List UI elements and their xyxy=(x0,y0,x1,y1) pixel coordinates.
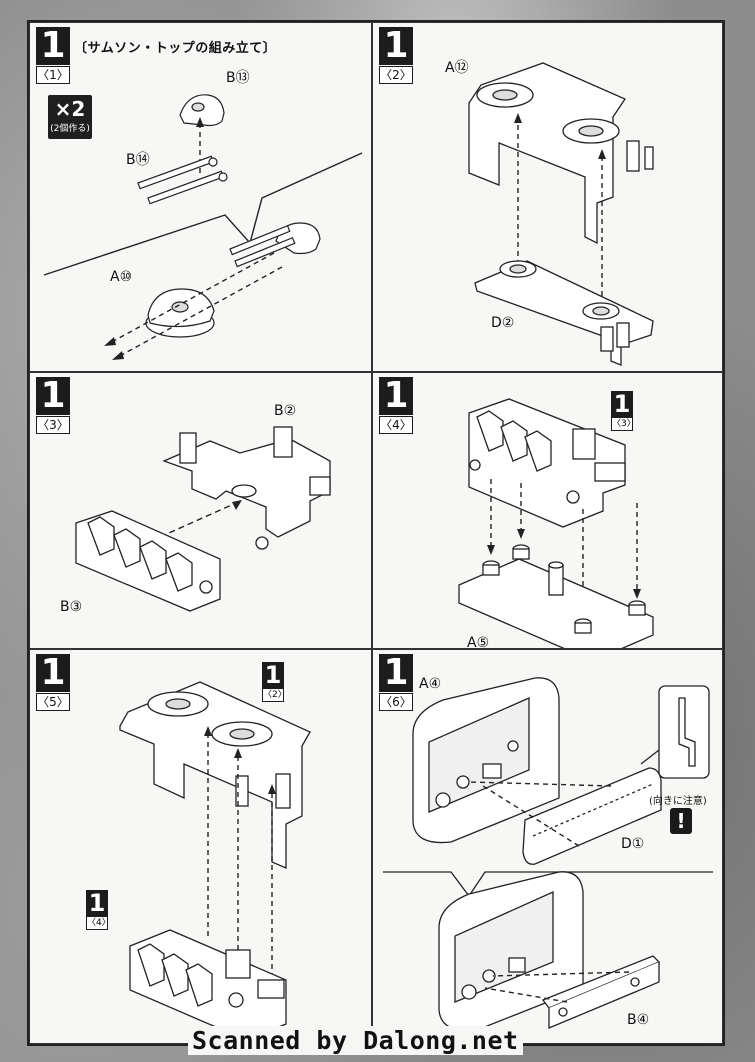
step-indicator: 1 〈4〉 xyxy=(379,377,413,434)
part-label-d2: D② xyxy=(491,315,515,331)
part-label-a10: A⑩ xyxy=(110,269,133,285)
part-label-b2: B② xyxy=(274,403,297,419)
step-panel-5: 1 〈5〉 1 〈2〉 1 〈4〉 xyxy=(29,649,372,1044)
reference-step-sub: 〈3〉 xyxy=(611,417,636,431)
step-indicator: 1 〈2〉 xyxy=(379,27,413,84)
step-subnumber: 〈6〉 xyxy=(379,693,413,711)
quantity-multiplier: ×2 xyxy=(54,97,86,121)
quantity-badge: ×2 (2個作る) xyxy=(48,95,92,139)
step-subnumber: 〈1〉 xyxy=(36,66,70,84)
step-panel-4: 1 〈4〉 1 〈3〉 xyxy=(372,372,723,649)
assembly-diagram-4 xyxy=(458,398,654,648)
part-label-d1: D① xyxy=(621,836,645,852)
step-panel-1: 1 〈1〉 〔サムソン・トップの組み立て〕 ×2 (2個作る) xyxy=(29,22,372,372)
step-number: 1 xyxy=(379,654,413,692)
assembly-diagram-2 xyxy=(468,62,654,366)
quantity-caption: (2個作る) xyxy=(50,124,90,134)
step-panel-2: 1 〈2〉 xyxy=(372,22,723,372)
assembly-diagram-3 xyxy=(75,426,331,612)
reference-step-number: 1 xyxy=(262,662,284,688)
step-number: 1 xyxy=(36,27,70,65)
step-subnumber: 〈2〉 xyxy=(379,66,413,84)
step-indicator: 1 〈5〉 xyxy=(36,654,70,711)
assembly-diagram-6 xyxy=(383,677,713,1032)
step-number: 1 xyxy=(379,27,413,65)
part-label-a4: A④ xyxy=(419,676,442,692)
reference-step-number: 1 xyxy=(86,890,108,916)
step-number: 1 xyxy=(379,377,413,415)
part-label-a5: A⑤ xyxy=(467,635,490,649)
orientation-note: (向きに注意) xyxy=(649,796,707,807)
reference-step-sub: 〈2〉 xyxy=(262,688,287,702)
part-label-a12: A⑫ xyxy=(445,60,469,76)
part-label-b13: B⑬ xyxy=(226,70,250,86)
step-number: 1 xyxy=(36,654,70,692)
part-label-b3: B③ xyxy=(60,599,83,615)
step-indicator: 1 〈6〉 xyxy=(379,654,413,711)
part-label-b14: B⑭ xyxy=(126,152,150,168)
step-indicator: 1 〈1〉 xyxy=(36,27,70,84)
step-panel-3: 1 〈3〉 B② xyxy=(29,372,372,649)
reference-step-2: 1 〈2〉 xyxy=(262,662,287,702)
reference-step-3: 1 〈3〉 xyxy=(611,391,636,431)
step-subnumber: 〈4〉 xyxy=(379,416,413,434)
step-panel-6: 1 〈6〉 xyxy=(372,649,723,1044)
reference-step-number: 1 xyxy=(611,391,633,417)
scan-credit: Scanned by Dalong.net xyxy=(188,1026,523,1055)
step-subnumber: 〈5〉 xyxy=(36,693,70,711)
section-title: 〔サムソン・トップの組み立て〕 xyxy=(74,41,277,56)
part-label-b4: B④ xyxy=(627,1012,650,1028)
assembly-diagram-1 xyxy=(43,94,363,360)
assembly-diagram-5 xyxy=(119,681,311,1041)
step-indicator: 1 〈3〉 xyxy=(36,377,70,434)
instruction-sheet: 1 〈1〉 〔サムソン・トップの組み立て〕 ×2 (2個作る) xyxy=(27,20,725,1046)
step-subnumber: 〈3〉 xyxy=(36,416,70,434)
reference-step-4: 1 〈4〉 xyxy=(86,890,111,930)
reference-step-sub: 〈4〉 xyxy=(86,916,111,930)
warning-icon: ! xyxy=(670,808,692,834)
step-number: 1 xyxy=(36,377,70,415)
